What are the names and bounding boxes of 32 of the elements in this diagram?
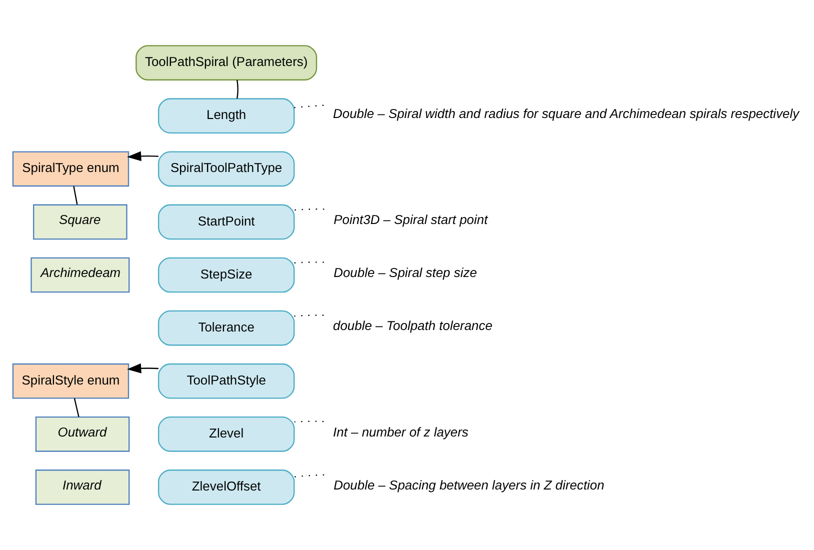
node-text: double – Toolpath tolerance	[333, 318, 492, 334]
node-box: Length	[158, 98, 295, 134]
node-box: StartPoint	[158, 204, 295, 240]
connector	[236, 80, 238, 99]
node-box: Tolerance	[158, 310, 295, 346]
connector	[73, 186, 78, 205]
connector	[294, 104, 324, 108]
connector	[294, 208, 324, 211]
connector	[74, 398, 80, 417]
connector	[294, 314, 324, 317]
node-box: Archimedeam	[30, 257, 130, 293]
node-box: ToolPathSpiral (Parameters)	[136, 45, 318, 80]
connector	[294, 262, 324, 264]
node-box: SpiralStyle enum	[12, 363, 130, 399]
node-text: Int – number of z layers	[333, 424, 468, 440]
node-box: SpiralType enum	[12, 151, 130, 187]
node-text: Double – Spiral width and radius for square and Archimedean spirals respectively	[333, 106, 800, 121]
node-box: Square	[33, 204, 128, 240]
node-box: Outward	[35, 416, 130, 452]
node-box: SpiralToolPathType	[158, 151, 295, 187]
node-text: Point3D – Spiral start point	[334, 212, 488, 228]
connector	[294, 420, 324, 422]
arrow	[127, 363, 159, 374]
node-text: Double – Spiral step size	[334, 265, 477, 280]
node-box: ZlevelOffset	[158, 470, 295, 505]
node-box: Zlevel	[158, 416, 295, 452]
node-text: Double – Spacing between layers in Z direction	[334, 477, 604, 492]
connector	[294, 474, 324, 478]
node-box: StepSize	[158, 257, 295, 293]
node-box: ToolPathStyle	[158, 363, 295, 399]
node-box: Inward	[35, 470, 130, 505]
arrow	[127, 151, 159, 162]
